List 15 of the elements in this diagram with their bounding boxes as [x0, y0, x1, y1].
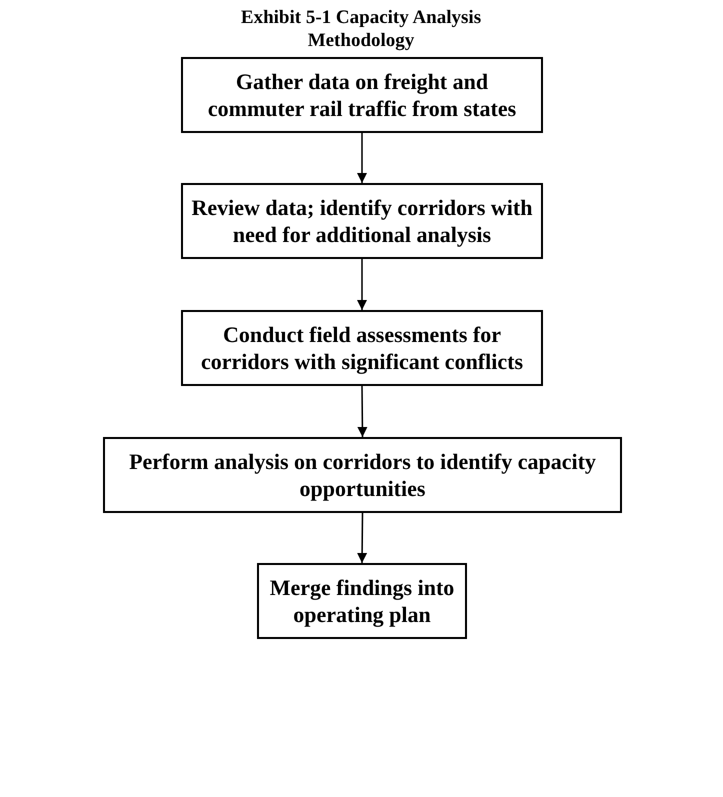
process-box — [257, 563, 467, 639]
step-text: Gather data on freight and commuter rail traffic from states — [206, 68, 518, 122]
diagram-title: Exhibit 5-1 Capacity Analysis Methodology — [240, 6, 482, 52]
step-text: Merge findings into operating plan — [268, 574, 456, 628]
process-box — [181, 310, 543, 386]
arrow — [357, 259, 367, 310]
process-box — [103, 437, 622, 513]
arrow — [357, 386, 368, 437]
step-text: Perform analysis on corridors to identify capacity opportunities — [128, 448, 597, 502]
step-text: Review data; identify corridors with need for additional analysis — [190, 194, 534, 248]
process-box — [181, 57, 543, 133]
process-box — [181, 183, 543, 259]
arrow — [357, 513, 368, 563]
arrow — [357, 133, 367, 183]
step-text: Conduct field assessments for corridors with significant conflicts — [200, 321, 524, 375]
